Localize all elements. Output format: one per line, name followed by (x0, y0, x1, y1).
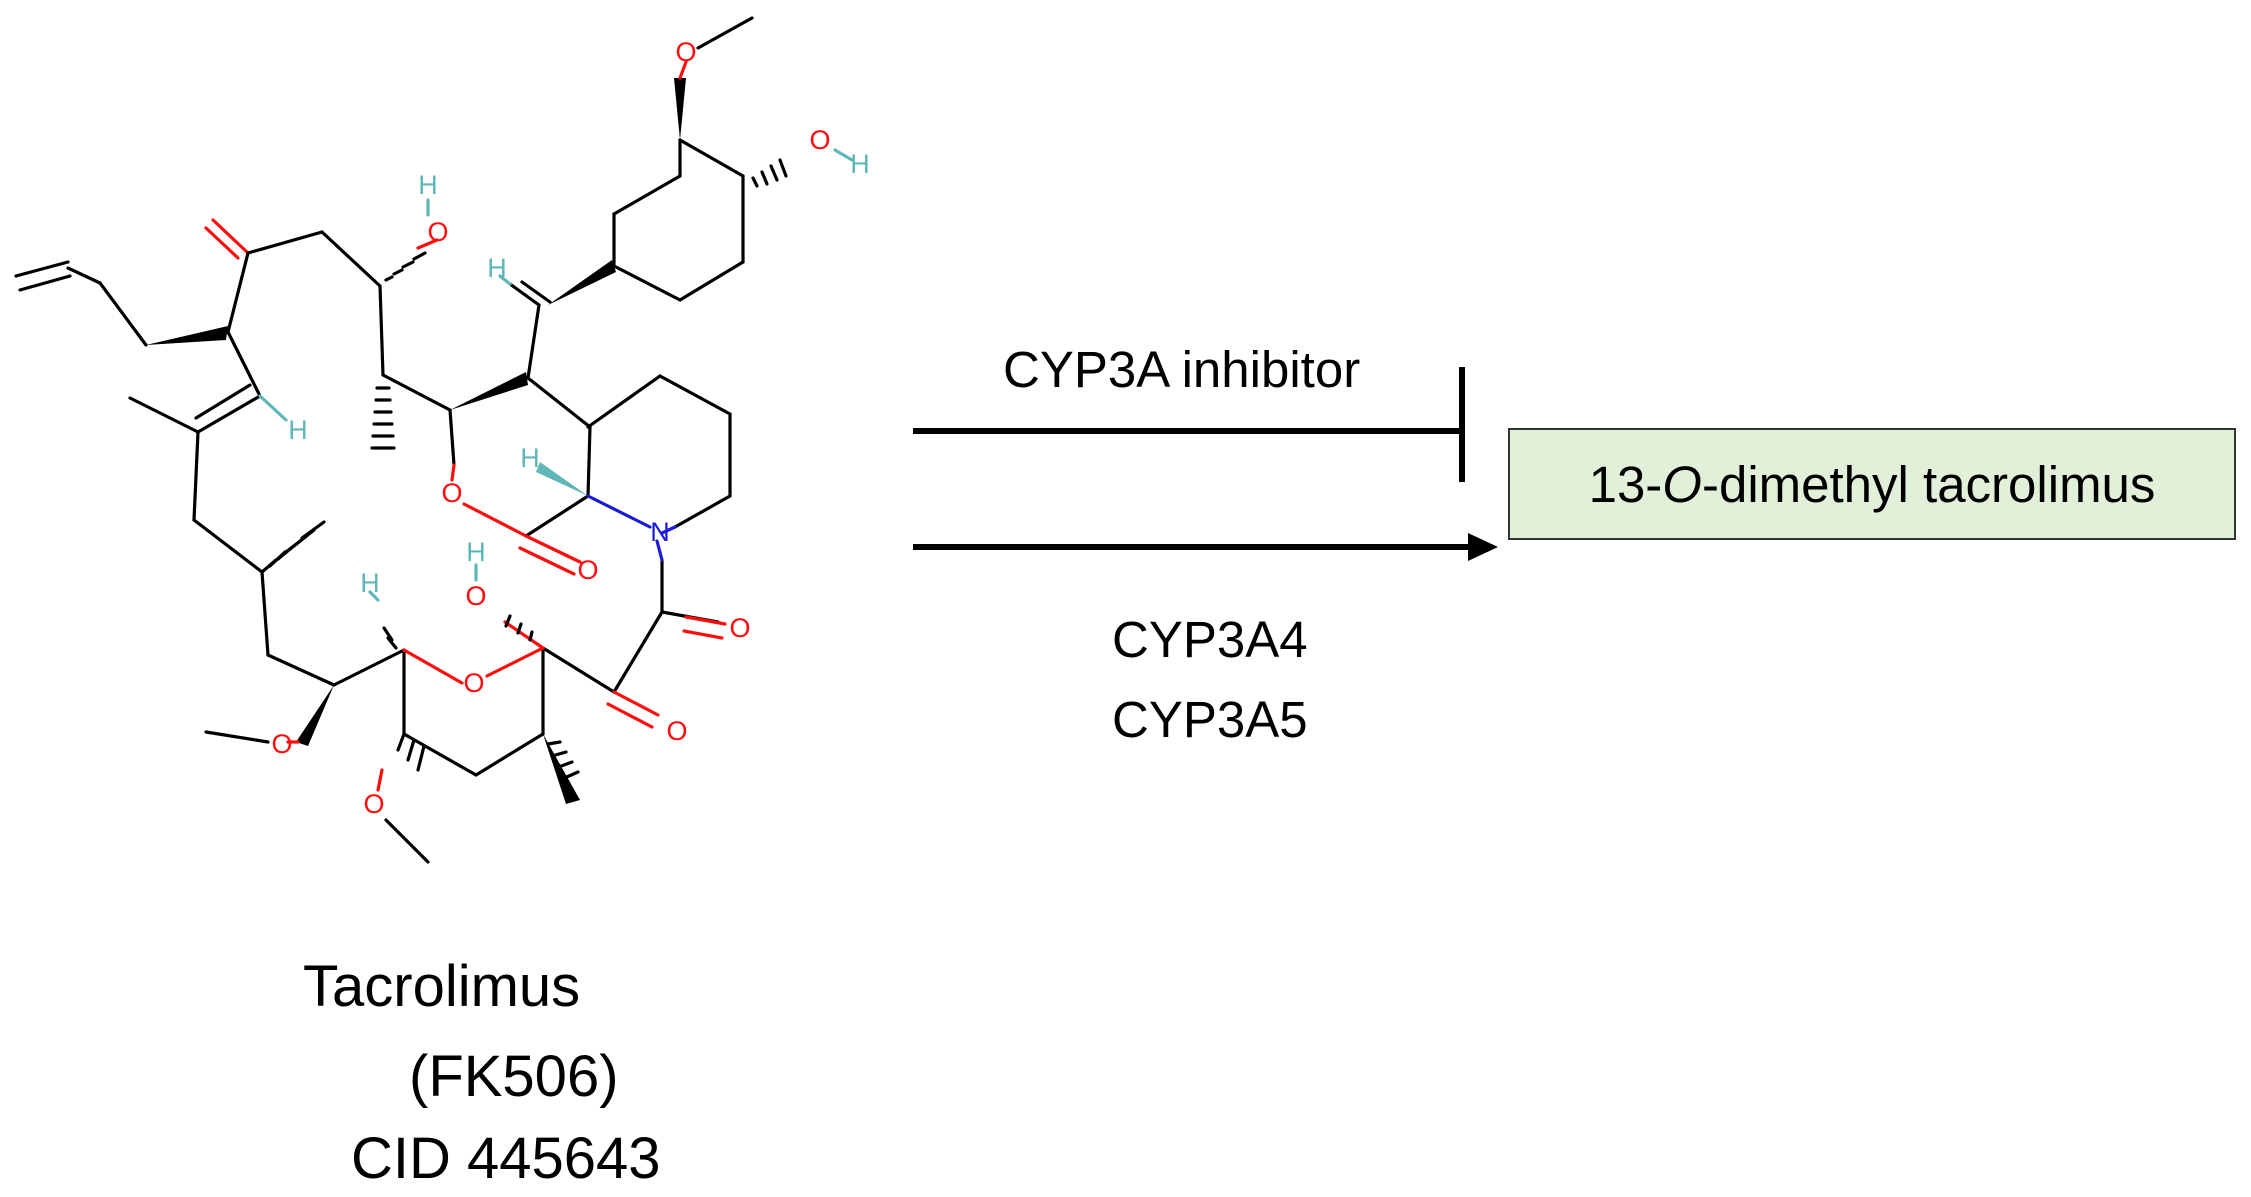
drug-name: Tacrolimus (303, 954, 581, 1019)
atom-h: H (520, 443, 540, 473)
inhibitor-label: CYP3A inhibitor (1003, 341, 1361, 398)
atom-o: O (463, 668, 484, 698)
metabolite-italic: O (1662, 455, 1702, 513)
atom-o: O (809, 125, 830, 155)
atom-o: O (729, 613, 750, 643)
atom-h: H (466, 537, 486, 567)
enzyme-label: CYP3A5 (1112, 691, 1308, 748)
metabolite-box: 13-O-dimethyl tacrolimus (1508, 428, 2236, 540)
pyran-ring: O H O H O O (204, 537, 580, 864)
drug-cid: CID 445643 (351, 1126, 661, 1191)
atom-o: O (675, 37, 696, 67)
cyclohexyl-side-chain: H O O H (487, 16, 870, 429)
vinyl-h: H (258, 394, 308, 445)
atom-o: O (666, 716, 687, 746)
atom-h: H (418, 170, 438, 200)
ester-piperidine: O O H N O O (441, 374, 751, 746)
atom-o: O (577, 555, 598, 585)
atom-h: H (360, 568, 380, 598)
metabolism-arrowhead (1468, 533, 1498, 561)
enzyme-label: CYP3A4 (1112, 611, 1308, 668)
methyl-hashed-1 (370, 386, 396, 450)
allyl-group (14, 260, 228, 347)
macrocycle-backbone (128, 218, 664, 777)
atom-o: O (441, 478, 462, 508)
atom-o: O (363, 789, 384, 819)
drug-alias: (FK506) (409, 1044, 619, 1109)
atom-o: O (271, 729, 292, 759)
atom-o: O (427, 217, 448, 247)
atom-n: N (650, 517, 670, 547)
tacrolimus-structure: .b { stroke:#000; stroke-width:3.2; fill… (14, 16, 870, 864)
metabolite-prefix: 13- (1588, 455, 1663, 513)
metabolite-suffix: -dimethyl tacrolimus (1701, 455, 2156, 513)
atom-o: O (465, 581, 486, 611)
methyl-branches (260, 520, 326, 574)
atom-h: H (487, 253, 507, 283)
atom-h: H (288, 415, 308, 445)
hydroxyl-upper: O H (384, 170, 449, 282)
atom-h: H (850, 149, 870, 179)
